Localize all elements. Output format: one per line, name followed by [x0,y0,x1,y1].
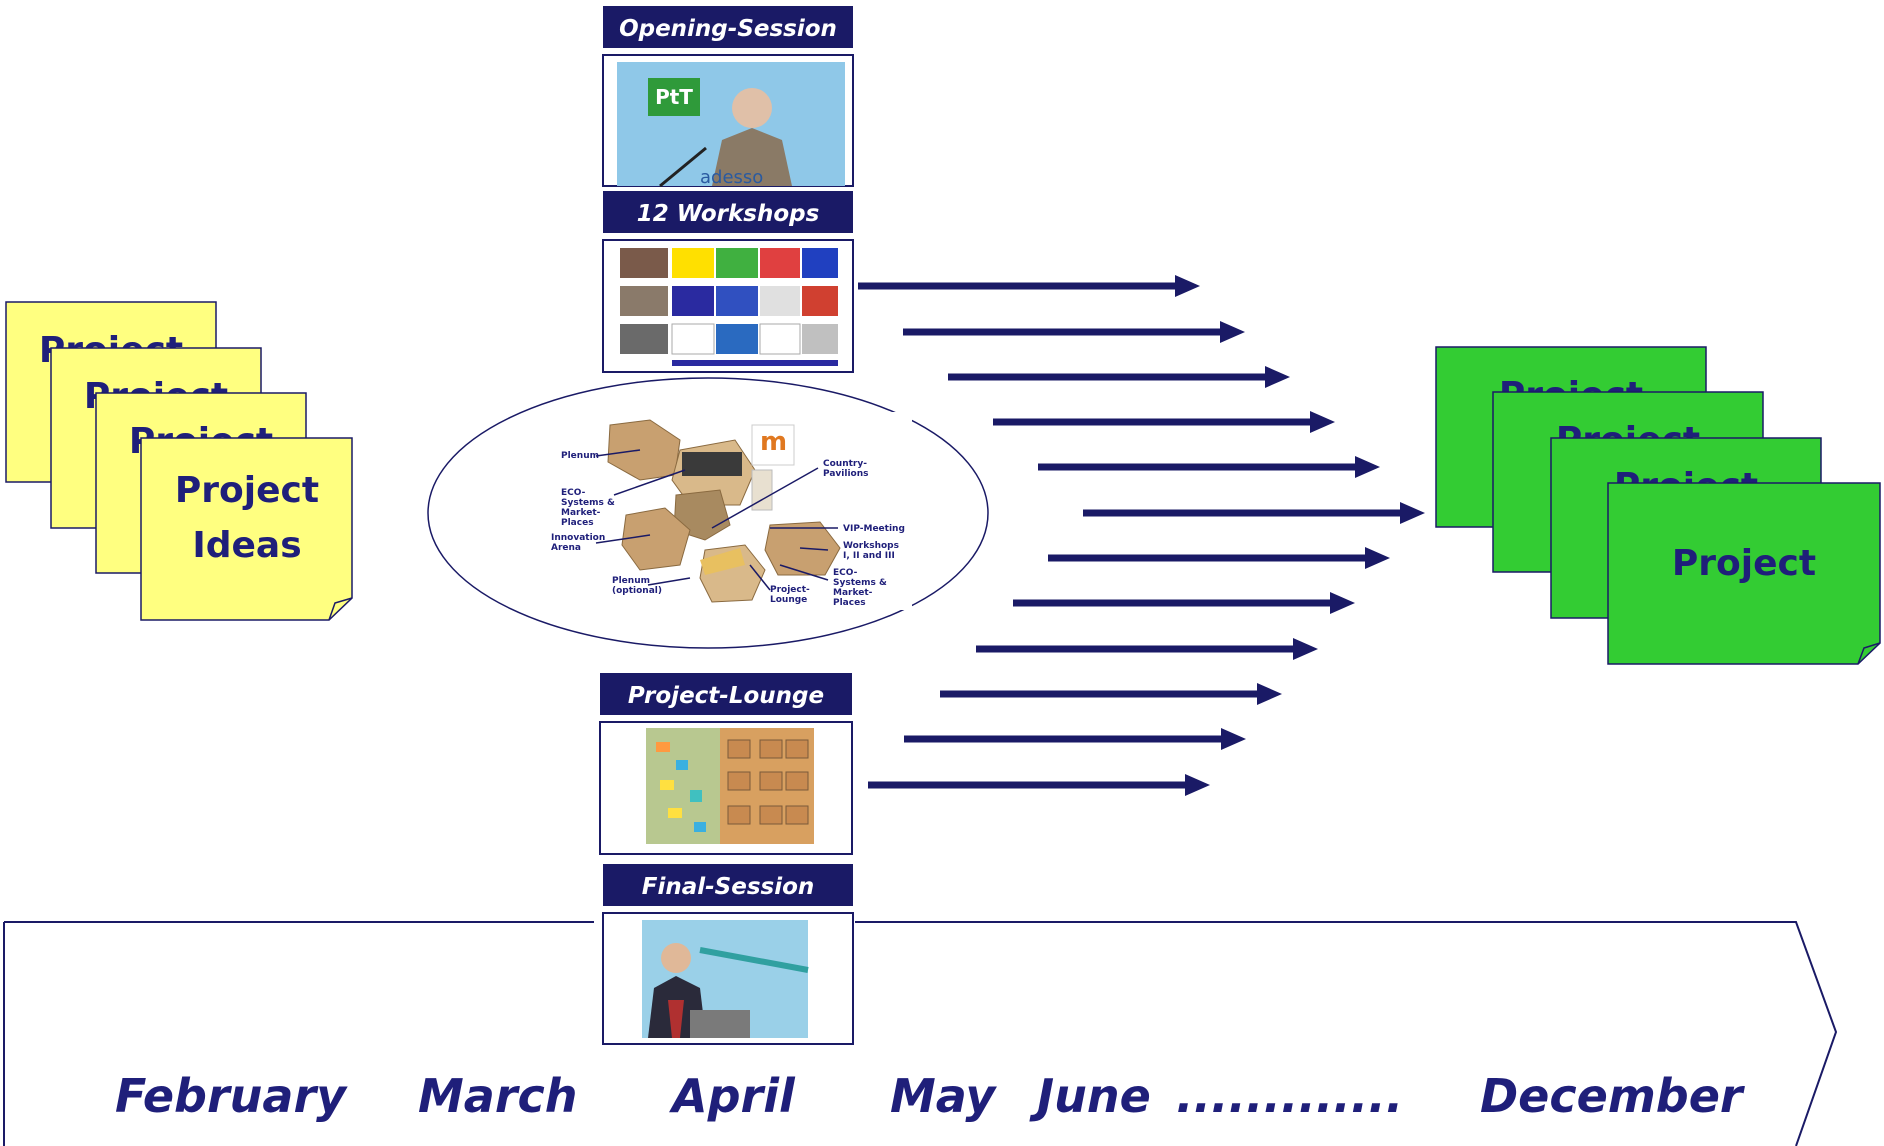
flow-arrow-8 [1013,592,1355,614]
flow-arrow-6 [1083,502,1425,524]
venue-label-9: VIP-Meeting [843,524,905,534]
idea-note-front-line1: Project [175,470,319,511]
flow-arrow-2 [903,321,1245,343]
idea-note-front [140,437,353,621]
venue-label-1: Country- [823,459,867,469]
venue-label-16: Plenum [612,576,650,586]
project-note-front-text: Project [1672,543,1816,584]
final-session-label: Final-Session [642,874,815,900]
project-lounge-header [600,673,852,715]
idea-note-front-line2: Ideas [192,525,301,566]
flow-arrow-10 [940,683,1282,705]
venue-label-18: Project- [770,585,810,595]
venue-map-group: m Plenum Country- Pavilions ECO- Systems… [427,377,989,649]
flow-arrow-4 [993,411,1335,433]
venue-label-13: Systems & [833,578,887,588]
flow-arrow-12 [868,774,1210,796]
timeline-arrow [3,921,1838,1146]
flow-arrow-3 [948,366,1290,388]
opening-session-label: Opening-Session [619,16,837,42]
opening-session-header [603,6,853,48]
flow-arrow-1 [858,275,1200,297]
flow-arrow-5 [1038,456,1380,478]
venue-label-0: Plenum [561,451,599,461]
final-session-header [603,864,853,906]
venue-label-7: Innovation [551,533,605,543]
month-may: May [890,1069,997,1123]
svg-text:PtT: PtT [655,85,693,109]
venue-label-19: Lounge [770,595,807,605]
venue-label-11: I, II and III [843,551,895,561]
project-lounge-session: Project-Lounge [599,673,853,855]
venue-label-3: ECO- [561,488,586,498]
timeline-ellipsis: ............. [1176,1069,1403,1123]
venue-label-15: Places [833,598,866,608]
project-ideas-stack: Project Project Project Project Ideas [5,301,353,621]
venue-label-5: Market- [561,508,601,518]
workshops-session: 12 Workshops [602,191,854,373]
venue-label-6: Places [561,518,594,528]
svg-text:adesso: adesso [700,167,763,188]
venue-label-12: ECO- [833,568,858,578]
flow-arrows [858,275,1425,796]
flow-arrow-7 [1048,547,1390,569]
project-lounge-photo [646,728,814,844]
month-june: June [1029,1069,1151,1123]
venue-logo: m [760,427,787,457]
venue-label-8: Arena [551,543,581,553]
final-session: Final-Session [602,864,854,1045]
month-march: March [418,1069,578,1123]
venue-label-10: Workshops [843,541,899,551]
opening-session: Opening-Session PtT adesso [602,6,854,188]
month-december: December [1480,1069,1746,1123]
flow-arrow-9 [976,638,1318,660]
month-february: February [115,1069,348,1123]
projects-stack: Project Project Project Project [1435,346,1881,665]
workshops-photo [620,248,838,366]
venue-label-4: Systems & [561,498,615,508]
workshops-header [603,191,853,233]
month-april: April [669,1069,796,1123]
workshops-label: 12 Workshops [637,201,820,227]
venue-label-2: Pavilions [823,469,869,479]
project-lounge-label: Project-Lounge [628,683,824,709]
venue-label-14: Market- [833,588,873,598]
venue-label-17: (optional) [612,586,662,596]
project-note-front [1607,482,1881,665]
flow-arrow-11 [904,728,1246,750]
